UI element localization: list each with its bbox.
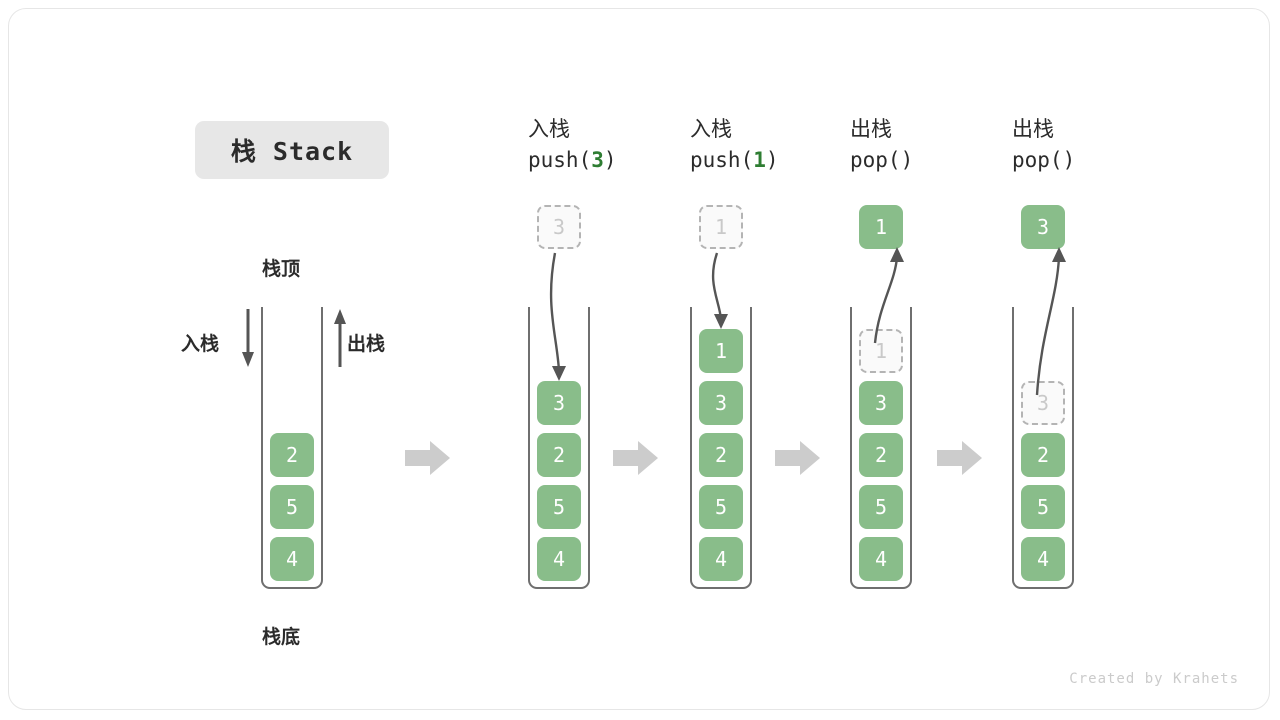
stack-cell: 5 — [859, 485, 903, 529]
stack-cell: 3 — [859, 381, 903, 425]
column-header-cn: 出栈 — [1012, 117, 1054, 141]
stack-cell: 4 — [699, 537, 743, 581]
title-label: 栈 Stack — [230, 137, 354, 166]
stack-cells-pop-3: 3 2 5 4 — [1021, 381, 1065, 589]
pop-direction-label: 出栈 — [347, 333, 386, 355]
motion-arrow-pop-1 — [873, 247, 904, 344]
column-header-cn: 出栈 — [850, 117, 892, 141]
floating-element-push-3: 3 — [537, 205, 581, 249]
column-header-pop-3: 出栈 pop() — [1012, 114, 1075, 176]
code-prefix: pop( — [1012, 148, 1063, 172]
stack-cell: 2 — [537, 433, 581, 477]
pop-up-arrow-icon — [334, 309, 346, 367]
column-header-push-3: 入栈 push(3) — [528, 114, 617, 176]
stack-cell: 4 — [1021, 537, 1065, 581]
separator-arrow-3 — [775, 439, 821, 477]
code-suffix: ) — [765, 148, 779, 172]
stack-cell: 5 — [270, 485, 314, 529]
code-suffix: ) — [1062, 148, 1076, 172]
stack-top-label: 栈顶 — [262, 258, 301, 280]
column-header-push-1: 入栈 push(1) — [690, 114, 779, 176]
column-header-code: pop() — [1012, 144, 1075, 176]
code-suffix: ) — [603, 148, 617, 172]
code-argument: 3 — [591, 148, 604, 172]
separator-arrow-4 — [937, 439, 983, 477]
stack-cell: 5 — [699, 485, 743, 529]
stack-cell: 2 — [699, 433, 743, 477]
stack-cell: 4 — [270, 537, 314, 581]
stack-cell: 1 — [699, 329, 743, 373]
floating-element-push-1: 1 — [699, 205, 743, 249]
stack-cell: 3 — [699, 381, 743, 425]
column-header-cn: 入栈 — [528, 117, 570, 141]
stack-container-push-3 — [528, 307, 590, 589]
stack-cell: 2 — [859, 433, 903, 477]
separator-arrow-2 — [613, 439, 659, 477]
stack-cell: 5 — [1021, 485, 1065, 529]
floating-element-pop-1: 1 — [859, 205, 903, 249]
column-header-pop-1: 出栈 pop() — [850, 114, 913, 176]
code-prefix: push( — [528, 148, 592, 172]
stack-cell: 2 — [1021, 433, 1065, 477]
stack-cell: 3 — [1021, 381, 1065, 425]
motion-arrow-push-3 — [549, 252, 566, 381]
code-prefix: pop( — [850, 148, 901, 172]
stack-cells-push-1: 1 3 2 5 4 — [699, 329, 743, 589]
separator-arrow-1 — [405, 439, 451, 477]
stack-container-push-1 — [690, 307, 752, 589]
column-header-cn: 入栈 — [690, 117, 732, 141]
code-argument: 1 — [753, 148, 766, 172]
stack-cell: 4 — [859, 537, 903, 581]
stack-cell: 3 — [537, 381, 581, 425]
stack-cells-initial: 2 5 4 — [270, 433, 314, 589]
floating-element-pop-3: 3 — [1021, 205, 1065, 249]
stack-cell: 2 — [270, 433, 314, 477]
stack-container-pop-1 — [850, 307, 912, 589]
stack-cell: 4 — [537, 537, 581, 581]
motion-arrow-pop-3 — [1035, 247, 1066, 396]
push-down-arrow-icon — [242, 309, 254, 367]
code-prefix: push( — [690, 148, 754, 172]
column-header-code: push(3) — [528, 144, 617, 176]
title-badge: 栈 Stack — [195, 121, 389, 179]
stack-cells-pop-1: 1 3 2 5 4 — [859, 329, 903, 589]
motion-arrow-push-1 — [711, 252, 728, 329]
stack-cell: 5 — [537, 485, 581, 529]
stack-cell: 1 — [859, 329, 903, 373]
stack-container-pop-3 — [1012, 307, 1074, 589]
stack-cells-push-3: 3 2 5 4 — [537, 381, 581, 589]
stack-bottom-label: 栈底 — [262, 626, 301, 648]
code-suffix: ) — [900, 148, 914, 172]
column-header-code: push(1) — [690, 144, 779, 176]
push-direction-label: 入栈 — [181, 333, 220, 355]
column-header-code: pop() — [850, 144, 913, 176]
stack-container-initial — [261, 307, 323, 589]
footer-credit: Created by Krahets — [1069, 671, 1239, 687]
